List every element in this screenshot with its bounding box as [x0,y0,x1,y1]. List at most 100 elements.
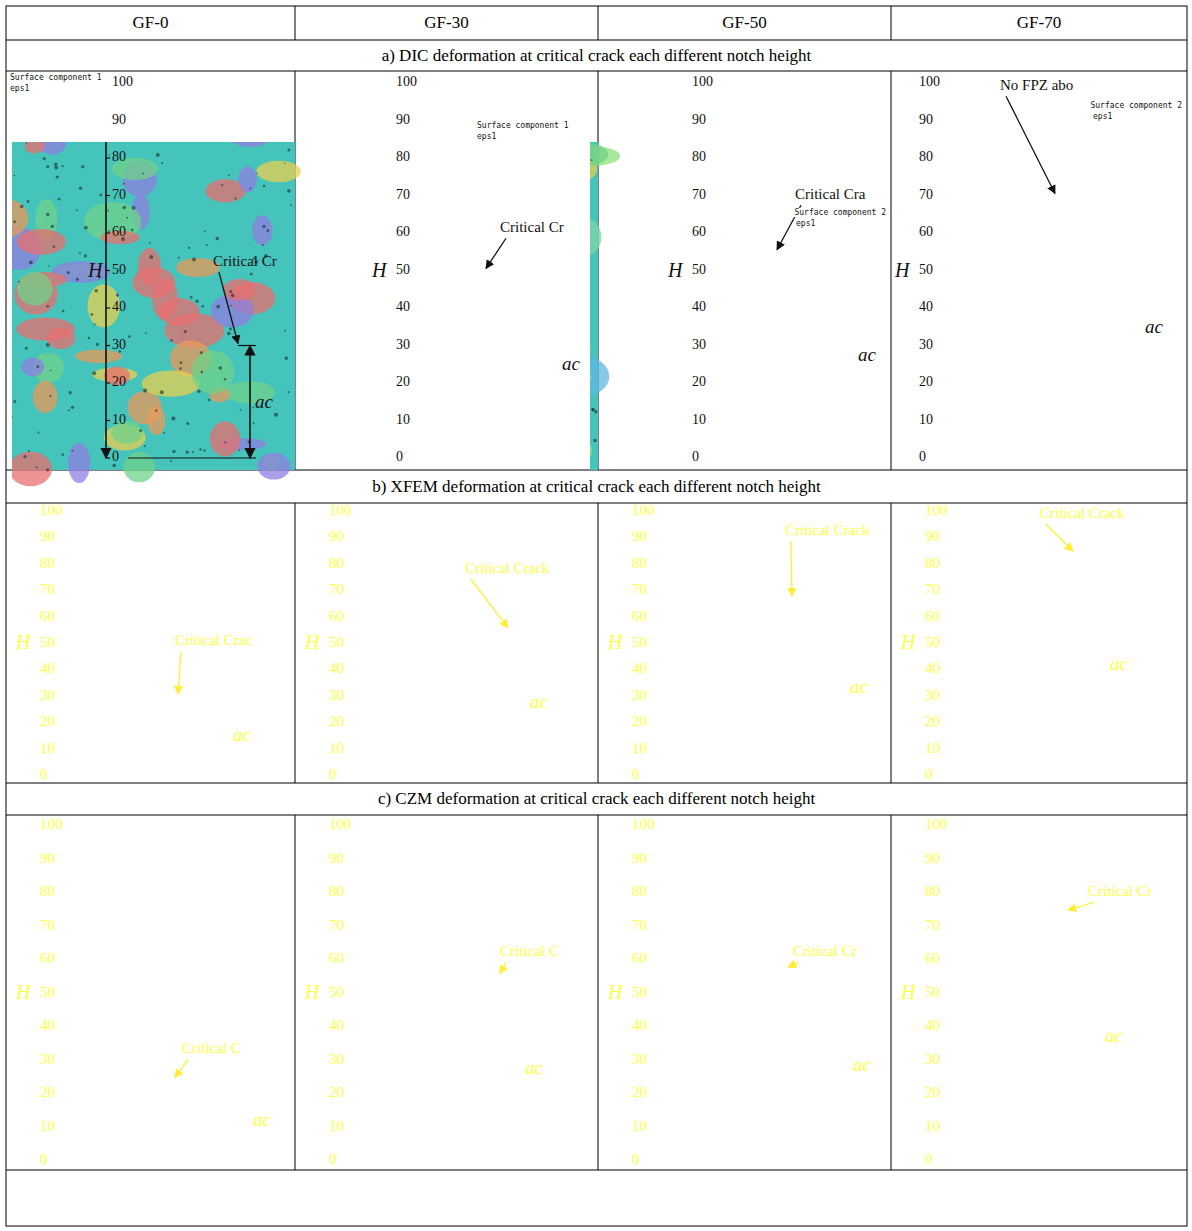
speckle-dot [156,153,160,157]
speckle-dot [13,400,16,403]
speckle-dot [161,162,163,164]
header-text: GF-70 [1017,13,1061,33]
speckle-dot [54,163,57,166]
scale-number: 60 [632,608,647,625]
speckle-dot [149,242,151,244]
dic-ground [590,142,598,470]
xfem-panel: 1009080706050403020100HacCritical Crack [295,503,598,783]
scale-number: 100 [329,502,352,519]
speckle-dot [13,175,15,177]
scale-number: 60 [925,950,940,967]
strain-blob [256,161,301,182]
scale-number: 30 [632,1051,647,1068]
speckle-dot [593,439,597,443]
scale-number: 100 [925,502,948,519]
xfem-panel: 1009080706050403020100HacCritical Crack [891,503,1187,783]
speckle-dot [266,229,269,232]
scale-number: 90 [396,112,410,128]
speckle-dot [163,432,165,434]
speckle-dot [190,296,193,299]
scale-number: 70 [632,917,647,934]
strain-blob [590,217,602,257]
speckle-dot [76,209,78,211]
table-rule [598,503,599,783]
scale-number: 50 [692,262,706,278]
speckle-dot [201,371,204,374]
speckle-dot [46,468,49,471]
speckle-dot [238,449,240,451]
scale-number: 100 [919,74,940,90]
table-rule [6,503,1187,504]
speckle-dot [112,464,116,468]
scale-number: 10 [112,412,126,428]
speckle-dot [219,366,223,370]
scale-number: 30 [692,337,706,353]
column-header: GF-0 [6,6,295,40]
dic-component-tag: Surface component 2 [1088,101,1184,110]
speckle-dot [590,340,591,342]
dic-component-tag: Surface component 2 [792,208,888,217]
scale-number: 0 [329,1151,337,1168]
speckle-dot [197,390,200,393]
strain-blob [257,453,290,480]
scale-number: 70 [692,187,706,203]
dic-panel: 1009080706050403020100HacCritical CrSurf… [295,71,598,470]
scale-number: 90 [329,528,344,545]
speckle-dot [160,390,164,394]
dic-component-tag: eps1 [475,132,498,141]
scale-number: 60 [396,224,410,240]
scale-number: 60 [692,224,706,240]
speckle-dot [263,185,266,188]
panel-image [12,142,301,486]
speckle-dot [84,254,87,257]
strain-blob [142,371,201,397]
scale-number: 20 [112,374,126,390]
dic-ground [12,142,295,470]
scale-number: 90 [40,528,55,545]
dic-component-tag: eps1 [8,84,31,93]
strain-blob [147,406,165,435]
leader-line [175,1059,188,1077]
speckle-dot [81,165,84,168]
speckle-dot [126,217,128,219]
dic-panel: 1009080706050403020100HacNo FPZ aboSurfa… [891,71,1187,470]
speckle-dot [231,294,235,298]
scale-number: 40 [925,660,940,677]
speckle-dot [46,213,49,216]
speckle-dot [25,347,28,350]
speckle-dot [591,159,593,161]
scale-number: 0 [632,766,640,783]
header-text: GF-30 [424,13,468,33]
speckle-dot [116,294,119,297]
section-title: b) XFEM deformation at critical crack ea… [372,477,821,497]
speckle-dot [88,337,91,340]
scale-number: 80 [40,555,55,572]
scale-number: 30 [396,337,410,353]
scale-tick [106,195,110,196]
speckle-dot [253,422,255,424]
crack-length-label: ac [1105,1025,1123,1047]
speckle-dot [108,154,110,156]
speckle-dot [228,174,230,176]
speckle-dot [250,273,253,276]
scale-number: 70 [632,581,647,598]
czm-panel: 1009080706050403020100HacCritical Cr [891,815,1187,1170]
speckle-dot [249,188,251,190]
scale-number: 100 [396,74,417,90]
speckle-dot [224,378,227,381]
speckle-dot [143,389,147,393]
speckle-dot [47,305,50,308]
crack-length-label: ac [525,1057,543,1079]
scale-number: 70 [919,187,933,203]
scale-number: 60 [329,950,344,967]
scale-number: 60 [112,224,126,240]
speckle-dot [123,183,125,185]
critical-crack-label: Critical C [182,1040,241,1057]
strain-blob [192,351,235,394]
strain-blob [17,229,66,255]
speckle-dot [76,278,79,281]
speckle-dot [192,258,196,262]
strain-blob [152,278,178,320]
section-title: a) DIC deformation at critical crack eac… [382,46,812,66]
scale-number: 30 [329,687,344,704]
